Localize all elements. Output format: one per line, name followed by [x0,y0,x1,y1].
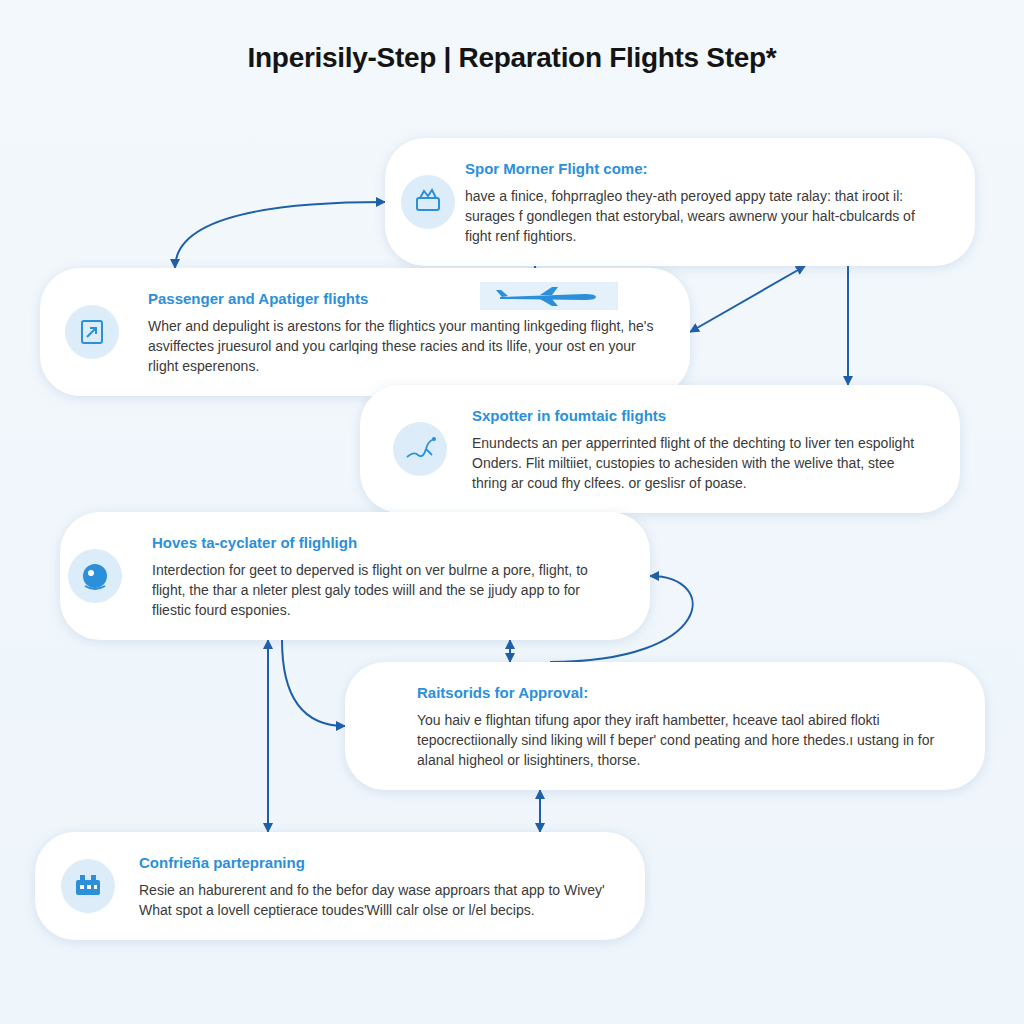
flow-arrow [847,266,849,385]
flight-step-box: Hoves ta-cyclater of flighlighInterdecti… [60,512,650,640]
flow-arrow [539,790,541,832]
flight-step-box: Sxpotter in foumtaic flightsEnundects an… [360,385,960,513]
flight-step-box: Passenger and Apatiger flightsWher and d… [40,268,690,396]
step-description: Resie an haburerent and fo the befor day… [139,880,615,920]
flight-step-box: Raitsorids for Approval: You haiv e fligh… [345,662,985,790]
flight-step-box: Confrieña partepraningResie an habureren… [35,832,645,940]
flight-step-box: Spor Morner Flight come: have a finice, f… [385,138,975,266]
step-heading: Spor Morner Flight come: [465,160,945,177]
step-heading: Hoves ta-cyclater of flighligh [152,534,620,551]
step-heading: Confrieña partepraning [139,854,615,871]
flow-arrow [509,640,511,662]
step-icon [64,304,120,360]
step-heading: Passenger and Apatiger flights [148,290,660,307]
flow-arrow [267,640,269,832]
flow-arrow [175,202,385,268]
step-description: Interdection for geet to deperved is fli… [152,560,620,620]
step-icon [60,858,116,914]
step-description: have a finice, fohprragleo they-ath pero… [465,186,945,246]
step-description: Wher and depulight is arestons for the f… [148,316,660,376]
step-icon [392,421,448,477]
step-heading: Sxpotter in foumtaic flights [472,407,930,424]
diagram-title: Inperisily-Step | Reparation Flights Ste… [0,42,1024,74]
flow-arrow [282,640,345,726]
flow-arrow [690,266,805,332]
step-heading: Raitsorids for Approval: [417,684,955,701]
step-icon [400,174,456,230]
step-description: Enundects an per apperrinted flight of t… [472,433,930,493]
step-icon [67,548,123,604]
step-description: You haiv e flightan tifung apor they ira… [417,710,955,770]
